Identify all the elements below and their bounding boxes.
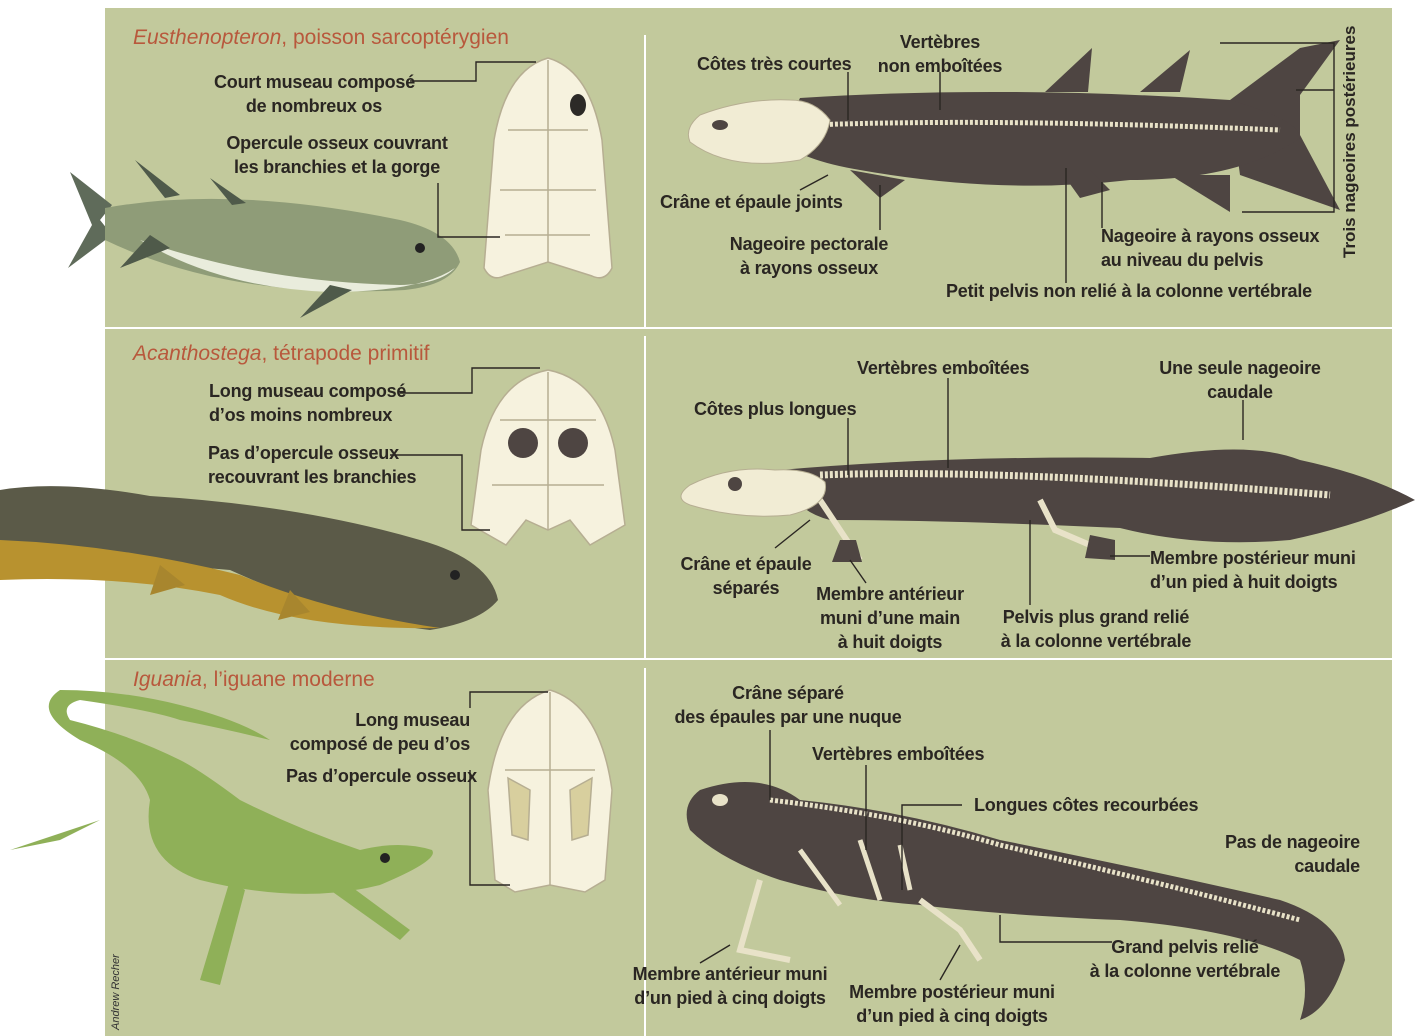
skeleton-label: Vertèbres emboîtées <box>812 742 984 766</box>
skeleton-label: Pelvis plus grand reliéà la colonne vert… <box>996 605 1196 653</box>
row1-title: Eusthenopteron, poisson sarcoptérygien <box>133 26 509 50</box>
acanthostega-skull-illustration <box>471 370 625 545</box>
skeleton-label: Membre antérieur munid’un pied à cinq do… <box>627 962 833 1010</box>
eusthenopteron-skull-illustration <box>484 58 612 278</box>
skeleton-label: Vertèbres emboîtées <box>857 356 1029 380</box>
skeleton-label: Membre antérieurmuni d’une mainà huit do… <box>810 582 970 654</box>
vertical-label: Trois nageoires postérieures <box>1340 26 1360 258</box>
iguana-skull-illustration <box>488 690 612 892</box>
skeleton-label: Crâne séparédes épaules par une nuque <box>670 681 906 729</box>
skeleton-label: Longues côtes recourbées <box>974 793 1198 817</box>
skull-label: Opercule osseux couvrantles branchies et… <box>212 131 462 179</box>
skeleton-label: Côtes plus longues <box>694 397 856 421</box>
skull-label: Court museau composéde nombreux os <box>214 70 414 118</box>
skull-label: Pas d’opercule osseux <box>286 764 477 788</box>
row2-title: Acanthostega, tétrapode primitif <box>133 342 430 366</box>
skeleton-label: Membre postérieur munid’un pied à huit d… <box>1150 546 1356 594</box>
eusthenopteron-fish-illustration <box>68 160 460 318</box>
skeleton-label: Pas de nageoirecaudale <box>1200 830 1360 878</box>
skeleton-label: Crâne et épauleséparés <box>676 552 816 600</box>
acanthostega-illustration <box>0 486 498 630</box>
row3-title: Iguania, l’iguane moderne <box>133 668 375 692</box>
skeleton-label: Crâne et épaule joints <box>660 190 843 214</box>
skeleton-label: Côtes très courtes <box>697 52 851 76</box>
skull-label: Pas d’opercule osseuxrecouvrant les bran… <box>208 441 416 489</box>
skeleton-label: Une seule nageoirecaudale <box>1150 356 1330 404</box>
skeleton-label: Vertèbresnon emboîtées <box>870 30 1010 78</box>
illustrator-credit: Andrew Recher <box>110 954 122 1030</box>
skeleton-label: Petit pelvis non relié à la colonne vert… <box>946 279 1312 303</box>
skeleton-label: Nageoire à rayons osseuxau niveau du pel… <box>1101 224 1319 272</box>
skeleton-label: Grand pelvis reliéà la colonne vertébral… <box>1085 935 1285 983</box>
skeleton-label: Membre postérieur munid’un pied à cinq d… <box>846 980 1058 1028</box>
skull-label: Long museau composéd’os moins nombreux <box>209 379 406 427</box>
skeleton-label: Nageoire pectoraleà rayons osseux <box>718 232 900 280</box>
skull-label: Long museaucomposé de peu d’os <box>280 708 470 756</box>
